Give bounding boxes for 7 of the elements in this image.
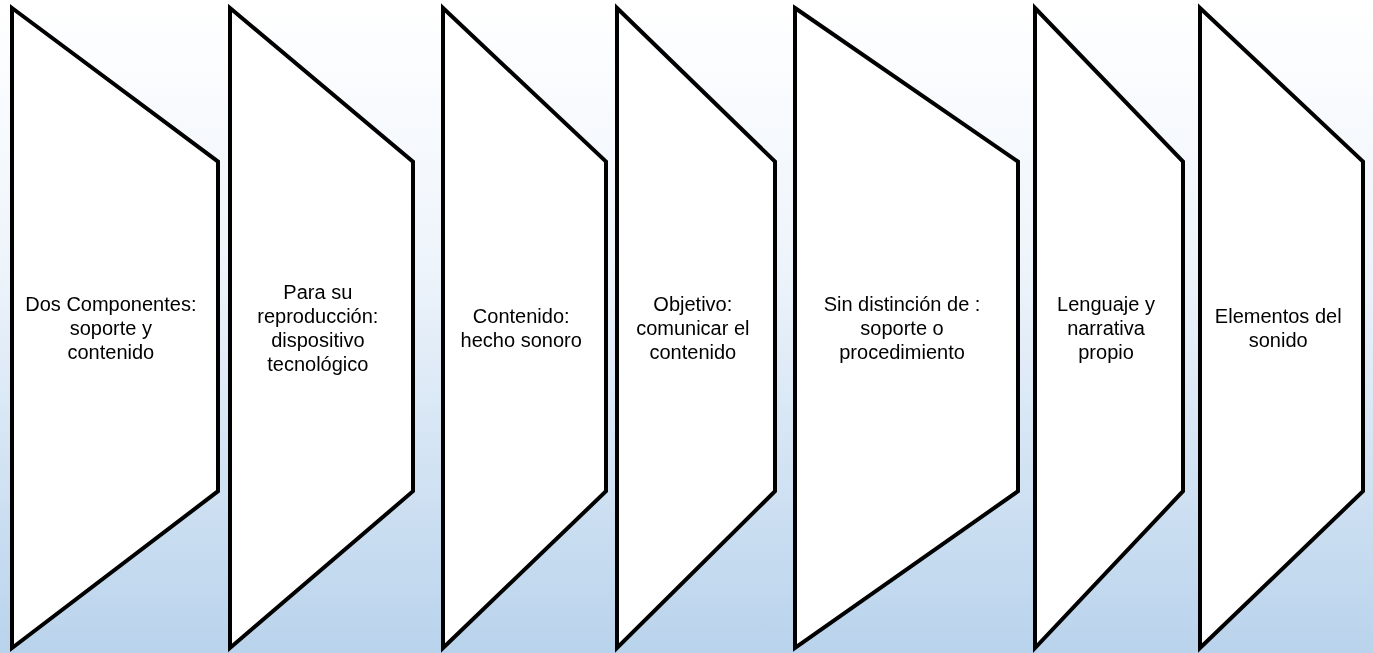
shape-text: Sin distinción de : soporte o procedimiento	[822, 292, 982, 364]
shape-text: Lenguaje y narrativa propio	[1056, 292, 1156, 364]
shape-text: Dos Componentes: soporte y contenido	[24, 292, 198, 364]
shape-text: Contenido: hecho sonoro	[459, 304, 583, 352]
shape-text: Objetivo: comunicar el contenido	[635, 292, 751, 364]
shape-text: Para su reproducción: dispositivo tecnológico	[256, 280, 380, 376]
shape-text: Elementos del sonido	[1213, 304, 1343, 352]
